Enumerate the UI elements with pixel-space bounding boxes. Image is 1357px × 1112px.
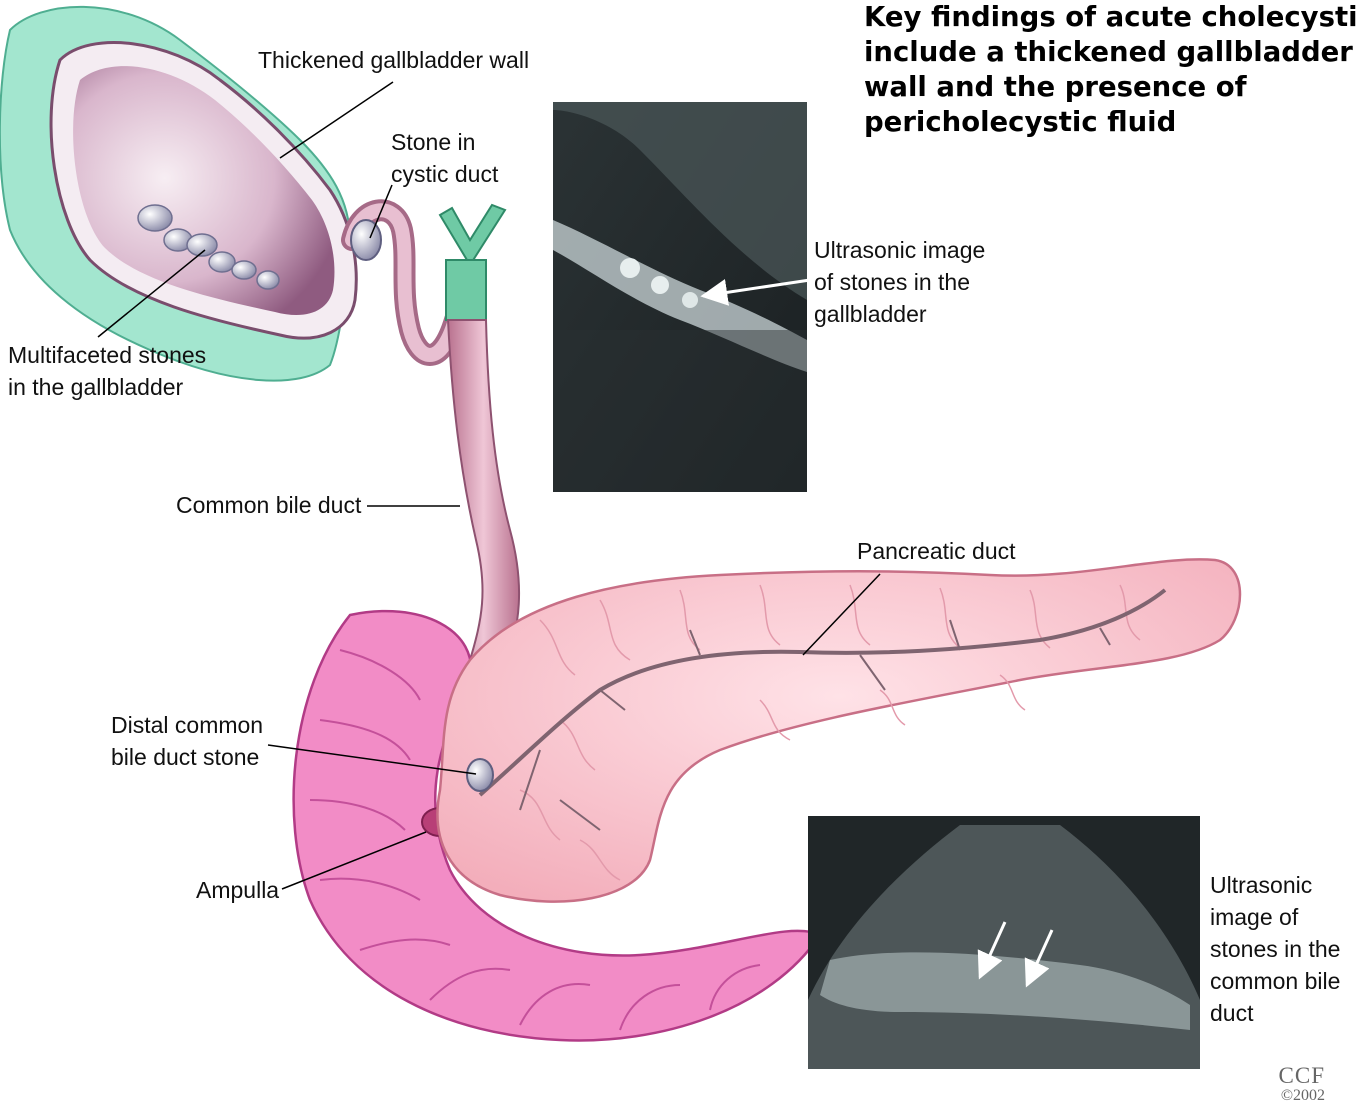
distal-bile-duct-stone [467,759,493,791]
headline-line: wall and the presence of [864,70,1354,105]
label-line: of stones in the [814,266,985,298]
credit-year: ©2002 [1279,1087,1325,1105]
common-bile-duct [448,320,519,660]
label-ampulla: Ampulla [196,874,279,906]
label-gallbladder-wall: Thickened gallbladder wall [258,44,529,76]
label-line: Multifaceted stones [8,339,206,371]
label-line: cystic duct [391,158,498,190]
label-pancreatic-duct: Pancreatic duct [857,535,1016,567]
headline: Key findings of acute cholecystitis incl… [864,0,1354,140]
label-line: Distal common [111,709,263,741]
headline-line: pericholecystic fluid [864,105,1354,140]
label-line: in the gallbladder [8,371,206,403]
cystic-duct-stone [351,220,381,260]
headline-line: include a thickened gallbladder [864,35,1354,70]
label-line: Ultrasonic [1210,869,1340,901]
label-line: duct [1210,997,1340,1029]
label-distal-bile-duct-stone: Distal common bile duct stone [111,709,263,773]
label-line: gallbladder [814,298,985,330]
headline-line: Key findings of acute cholecystitis [864,0,1354,35]
label-line: common bile [1210,965,1340,997]
label-ultrasound-gallbladder: Ultrasonic image of stones in the gallbl… [814,234,985,330]
label-line: Stone in [391,126,498,158]
label-multifaceted-stones: Multifaceted stones in the gallbladder [8,339,206,403]
label-ultrasound-bile-duct: Ultrasonic image of stones in the common… [1210,869,1340,1029]
hepatic-duct [440,205,505,265]
credit-org: CCF [1279,1065,1325,1087]
copyright-credit: CCF ©2002 [1279,1065,1325,1105]
label-line: stones in the [1210,933,1340,965]
label-stone-cystic-duct: Stone in cystic duct [391,126,498,190]
ultrasound-bile-duct-image [808,816,1200,1069]
ultrasound-gallbladder-image [553,102,807,492]
label-common-bile-duct: Common bile duct [176,489,361,521]
label-line: image of [1210,901,1340,933]
label-line: bile duct stone [111,741,263,773]
label-line: Ultrasonic image [814,234,985,266]
